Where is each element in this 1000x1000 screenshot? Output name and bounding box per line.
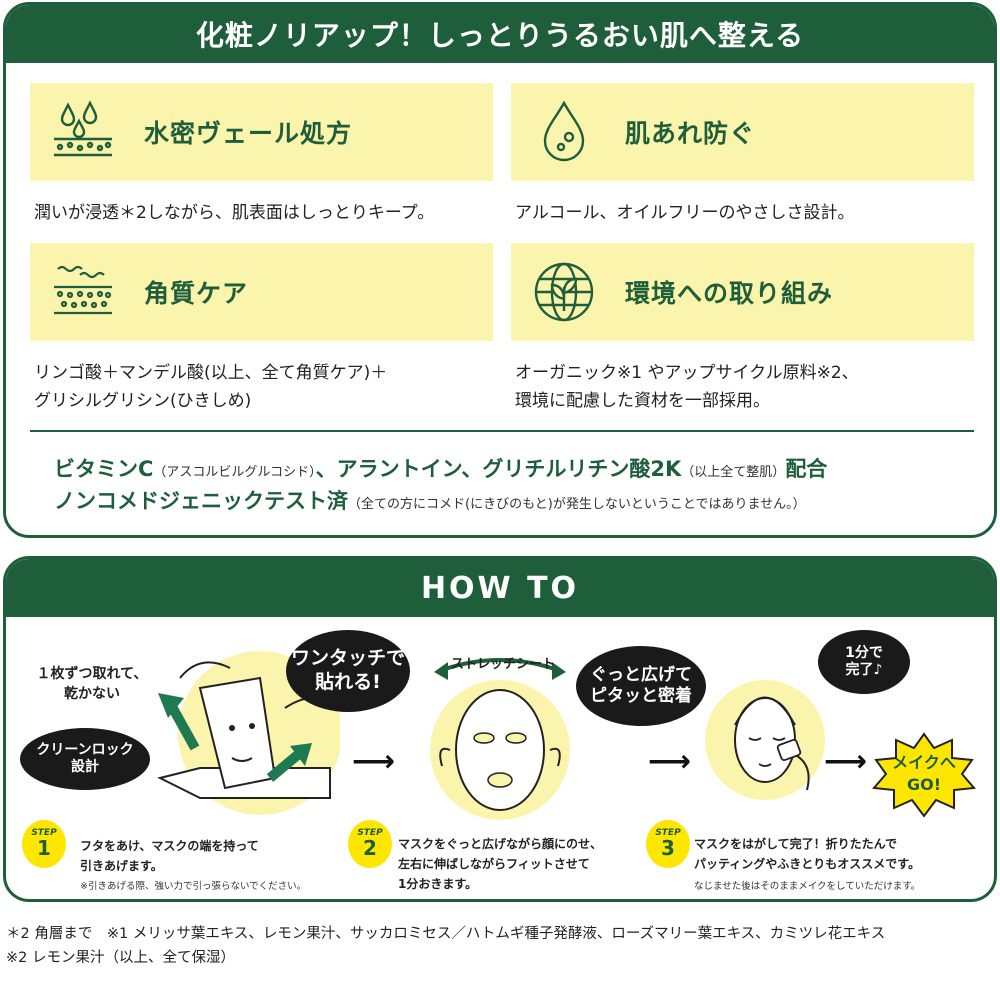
individual-sheet-label: １枚ずつ取れて、 乾かない (36, 666, 148, 702)
feature-desc: 潤いが浸透＊2しながら、肌表面はしっとりキープ。 (34, 203, 435, 223)
feature-keratin-care: 角質ケア リンゴ酸＋マンデル酸(以上、全て角質ケア)＋ グリシルグリシン(ひきし… (30, 243, 493, 415)
clean-lock-bubble: クリーンロック 設計 (20, 728, 150, 790)
feature-title: 角質ケア (144, 279, 249, 308)
step-3-note: なじませた後はそのままメイクをしていただけます。 (694, 881, 921, 892)
feature-desc: アルコール、オイルフリーのやさしさ設計。 (515, 203, 855, 223)
skin-layers-icon (50, 259, 116, 325)
step-1-badge: STEP 1 (22, 820, 66, 868)
footnote-2: ※2 レモン果汁（以上、全て保湿） (6, 950, 235, 966)
spread-fit-bubble: ぐっと広げて ピタッと密着 (576, 646, 706, 726)
arrow-right-icon: ⟶ (824, 744, 868, 779)
arrow-right-icon: ⟶ (648, 744, 692, 779)
stretch-sheet-label: ストレッチシート (450, 657, 555, 672)
step-2-badge: STEP 2 (348, 820, 392, 868)
howto-heading: HOW TO (6, 559, 994, 617)
face-wipe-illustration (705, 680, 825, 800)
face-mask-illustration (430, 658, 570, 820)
noncomedogenic-line: ノンコメドジェニックテスト済（全ての方にコメド(にきびのもと)が発生しないという… (54, 489, 806, 513)
feature-title: 肌あれ防ぐ (625, 119, 756, 148)
footnote-1: ＊2 角層まで ※1 メリッサ葉エキス、レモン果汁、サッカロミセス／ハトムギ種子… (6, 926, 886, 942)
globe-leaf-icon (531, 259, 597, 325)
water-drops-skin-icon (50, 99, 116, 165)
arrow-right-icon: ⟶ (352, 744, 396, 779)
feature-title: 環境への取り組み (625, 279, 834, 308)
features-heading: 化粧ノリアップ！しっとりうるおい肌へ整える (6, 5, 994, 63)
step-3-text: マスクをはがして完了！折りたたんで パッティングやふきとりもオススメです。 (694, 837, 921, 871)
feature-title: 水密ヴェール処方 (144, 119, 353, 148)
feature-water-veil: 水密ヴェール処方 潤いが浸透＊2しながら、肌表面はしっとりキープ。 (30, 83, 493, 227)
makeup-go-text: メイクへ GO! (892, 753, 956, 794)
feature-skin-rough: 肌あれ防ぐ アルコール、オイルフリーのやさしさ設計。 (511, 83, 974, 227)
ingredients-line: ビタミンC（アスコルビルグルコシド）、アラントイン、グリチルリチン酸2K（以上全… (54, 457, 828, 481)
feature-desc: リンゴ酸＋マンデル酸(以上、全て角質ケア)＋ グリシルグリシン(ひきしめ) (34, 363, 388, 411)
step-1-text: フタをあけ、マスクの端を持って 引きあげます。 (80, 839, 259, 873)
step-1-note: ※引きあげる際、強い力で引っ張らないでください。 (80, 881, 307, 892)
makeup-go-burst: メイクへ GO! (868, 728, 980, 820)
features-panel: 化粧ノリアップ！しっとりうるおい肌へ整える 水密ヴェール処方 潤いが浸透＊2しな… (3, 2, 997, 538)
one-touch-bubble: ワンタッチで 貼れる! (286, 630, 410, 712)
howto-panel: HOW TO (3, 556, 997, 902)
one-minute-bubble: 1分で 完了♪ (818, 630, 910, 694)
divider (30, 430, 974, 432)
step-3-badge: STEP 3 (646, 820, 690, 868)
step-2-text: マスクをぐっと広げながら顔にのせ、 左右に伸ばしながらフィットさせて 1分おきま… (398, 837, 603, 891)
feature-desc: オーガニック※1 やアップサイクル原料※2、 環境に配慮した資材を一部採用。 (515, 363, 859, 411)
feature-environment: 環境への取り組み オーガニック※1 やアップサイクル原料※2、 環境に配慮した資… (511, 243, 974, 415)
water-drop-icon (531, 99, 597, 165)
